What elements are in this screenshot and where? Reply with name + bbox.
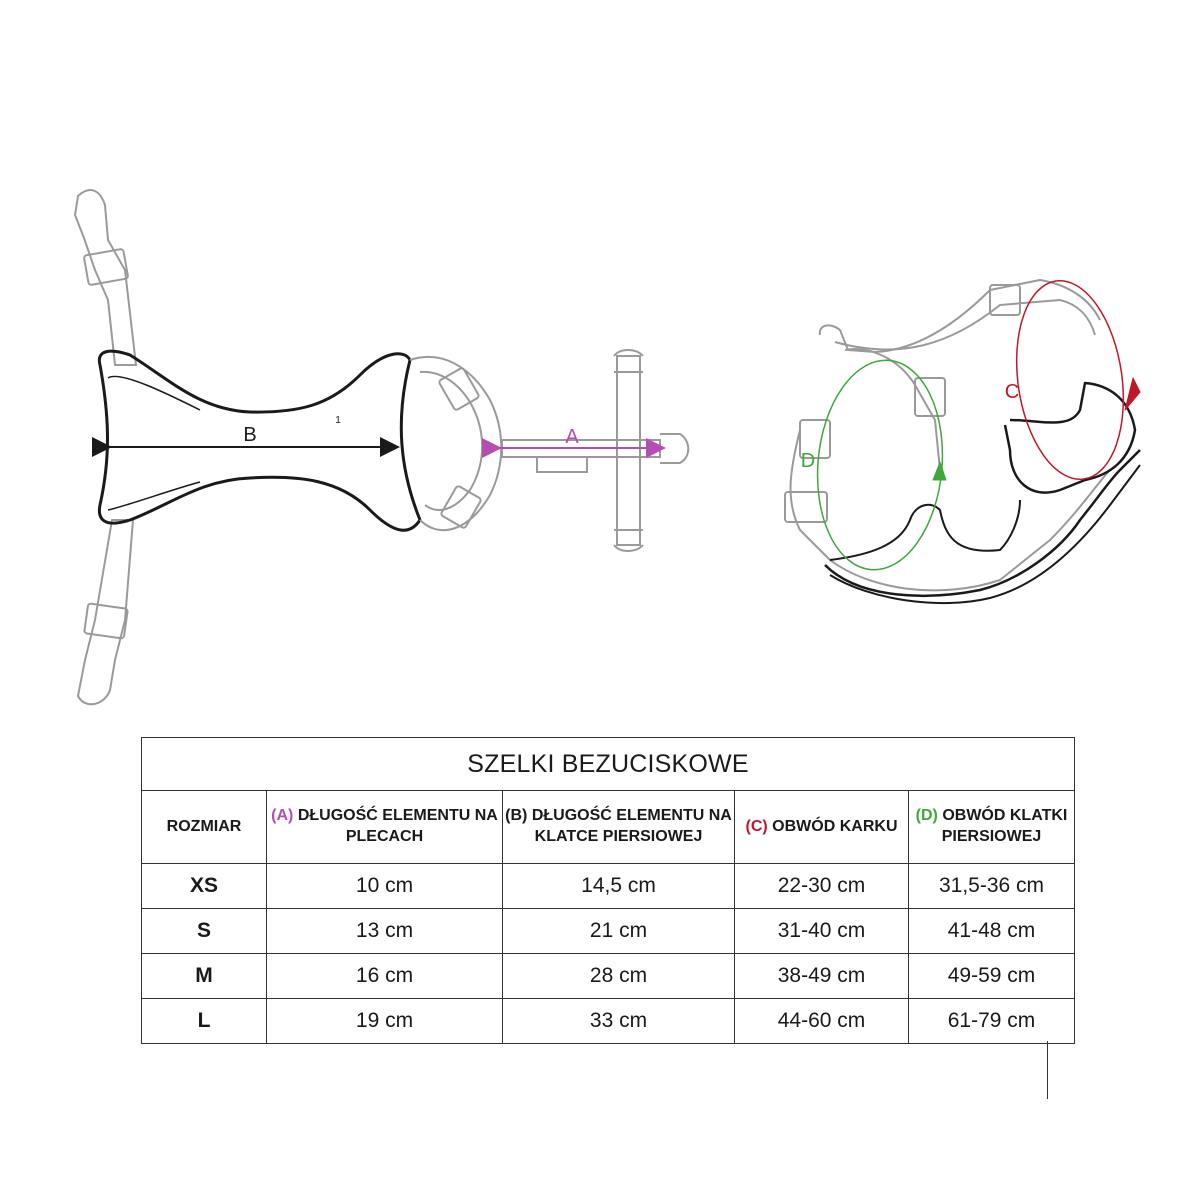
cell-a: 13 cm	[266, 908, 503, 954]
header-a-prefix: (A)	[271, 807, 294, 825]
cell-c: 38-49 cm	[734, 953, 909, 999]
cell-size: L	[141, 998, 267, 1044]
table-title: SZELKI BEZUCISKOWE	[140, 737, 1076, 791]
back-strap-vertical	[616, 355, 641, 546]
size-table: SZELKI BEZUCISKOWE ROZMIAR (A) DŁUGOŚĆ E…	[140, 737, 1076, 1044]
cell-a: 19 cm	[266, 998, 503, 1044]
header-d: (D) OBWÓD KLATKI PIERSIOWEJ	[907, 790, 1076, 864]
cell-d: 41-48 cm	[907, 908, 1076, 954]
cell-d: 49-59 cm	[907, 953, 1076, 999]
back-strap-ring	[660, 433, 690, 464]
upper-strap-buckle	[83, 248, 129, 286]
cell-size: XS	[141, 863, 267, 909]
header-a-text: DŁUGOŚĆ ELEMENTU NA PLECACH	[297, 807, 498, 845]
cell-a: 10 cm	[266, 863, 503, 909]
cell-a: 16 cm	[266, 953, 503, 999]
side-body-panel	[824, 381, 1141, 597]
measure-c-loop	[1015, 279, 1125, 481]
measure-d-loop	[816, 359, 944, 571]
harness-side-view: C D	[784, 279, 1141, 605]
cell-b: 28 cm	[502, 953, 735, 999]
harness-body	[97, 349, 422, 532]
header-d-text: OBWÓD KLATKI PIERSIOWEJ	[941, 807, 1068, 845]
label-c: C	[1005, 381, 1019, 403]
label-d: D	[801, 450, 815, 472]
cell-size: S	[141, 908, 267, 954]
cell-size: M	[141, 953, 267, 999]
header-c: (C) OBWÓD KARKU	[734, 790, 909, 864]
harness-flat-view: B 1	[74, 189, 503, 706]
header-d-prefix: (D)	[915, 807, 938, 825]
back-strap-view: A	[482, 349, 690, 552]
table-row: XS 10 cm 14,5 cm 22-30 cm 31,5-36 cm	[141, 863, 1076, 909]
divider-line	[1047, 1041, 1048, 1099]
label-a: A	[565, 426, 579, 448]
neck-buckle-bottom	[440, 485, 482, 529]
header-b: (B) DŁUGOŚĆ ELEMENTU NA KLATCE PIERSIOWE…	[502, 790, 735, 864]
header-b-text: (B) DŁUGOŚĆ ELEMENTU NA KLATCE PIERSIOWE…	[505, 807, 732, 845]
cell-b: 33 cm	[502, 998, 735, 1044]
small-mark: 1	[335, 415, 341, 426]
table-header-row: ROZMIAR (A) DŁUGOŚĆ ELEMENTU NA PLECACH …	[141, 790, 1076, 864]
back-strap-clip	[536, 456, 588, 473]
table-row: L 19 cm 33 cm 44-60 cm 61-79 cm	[141, 998, 1076, 1044]
cell-c: 22-30 cm	[734, 863, 909, 909]
neck-buckle-top	[438, 367, 480, 411]
label-b: B	[243, 424, 256, 446]
table-row: M 16 cm 28 cm 38-49 cm 49-59 cm	[141, 953, 1076, 999]
header-c-text: OBWÓD KARKU	[772, 817, 898, 835]
cell-c: 31-40 cm	[734, 908, 909, 954]
harness-diagram: B 1 A C D	[74, 189, 1141, 706]
upper-strap	[74, 189, 137, 366]
table-row: S 13 cm 21 cm 31-40 cm 41-48 cm	[141, 908, 1076, 954]
cell-c: 44-60 cm	[734, 998, 909, 1044]
cell-b: 21 cm	[502, 908, 735, 954]
cell-d: 31,5-36 cm	[907, 863, 1076, 909]
header-size: ROZMIAR	[141, 790, 267, 864]
cell-b: 14,5 cm	[502, 863, 735, 909]
header-a: (A) DŁUGOŚĆ ELEMENTU NA PLECACH	[266, 790, 503, 864]
lower-strap-buckle	[83, 602, 129, 640]
cell-d: 61-79 cm	[907, 998, 1076, 1044]
header-c-prefix: (C)	[745, 817, 768, 835]
lower-strap	[77, 519, 134, 706]
